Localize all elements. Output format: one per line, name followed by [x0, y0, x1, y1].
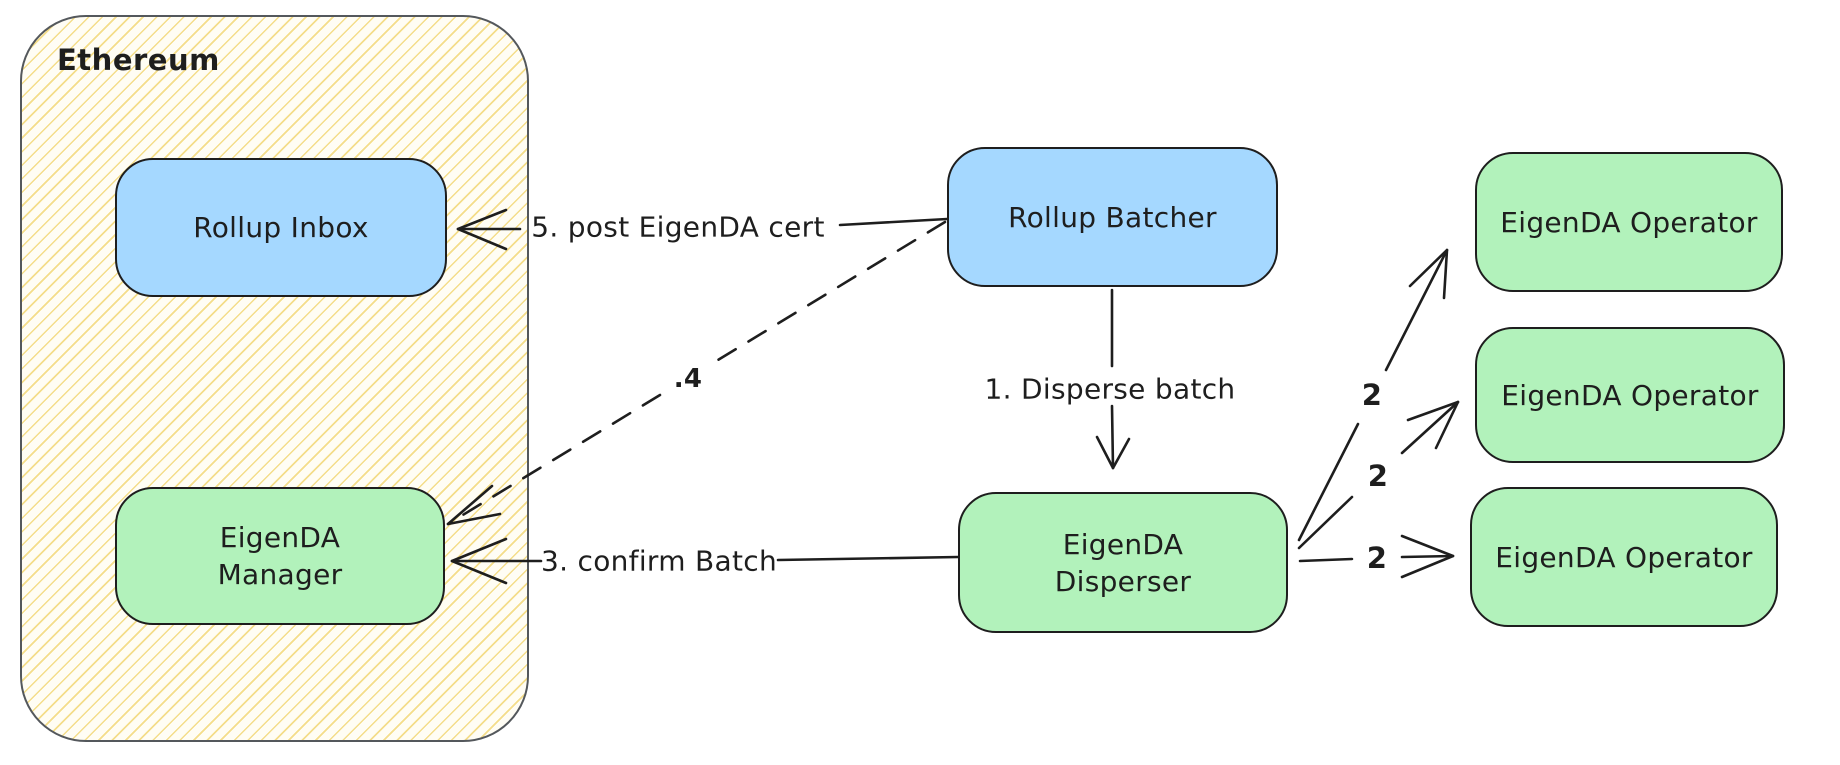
- node-eigenda-manager: EigenDA Manager: [115, 487, 445, 625]
- ethereum-container: [20, 15, 529, 742]
- node-eigenda-operator-3: EigenDA Operator: [1470, 487, 1778, 627]
- node-eigenda-operator-2-label: EigenDA Operator: [1501, 378, 1759, 412]
- node-eigenda-manager-line1: EigenDA: [219, 521, 341, 554]
- node-rollup-inbox: Rollup Inbox: [115, 158, 447, 297]
- edge-label-confirm-batch: 3. confirm Batch: [540, 544, 778, 578]
- node-eigenda-operator-3-label: EigenDA Operator: [1495, 540, 1753, 574]
- node-rollup-inbox-label: Rollup Inbox: [193, 211, 369, 244]
- node-eigenda-operator-1-label: EigenDA Operator: [1500, 205, 1758, 239]
- node-eigenda-disperser: EigenDA Disperser: [958, 492, 1288, 633]
- node-eigenda-operator-2: EigenDA Operator: [1475, 327, 1785, 463]
- edge-label-to-operator-3: 2: [1366, 541, 1388, 575]
- edge-label-to-operator-1: 2: [1361, 378, 1383, 412]
- node-eigenda-disperser-line2: Disperser: [1054, 564, 1192, 598]
- node-eigenda-operator-1: EigenDA Operator: [1475, 152, 1783, 292]
- node-eigenda-disperser-line1: EigenDA: [1062, 527, 1184, 561]
- node-rollup-batcher-label: Rollup Batcher: [1008, 200, 1217, 234]
- edge-label-post-cert: 5. post EigenDA cert: [531, 210, 825, 244]
- edge-label-cert-to-manager: .4: [673, 364, 703, 394]
- node-eigenda-manager-line2: Manager: [217, 558, 343, 591]
- node-rollup-batcher: Rollup Batcher: [947, 147, 1278, 287]
- edge-label-to-operator-2: 2: [1367, 459, 1389, 493]
- edge-label-disperse-batch: 1. Disperse batch: [984, 372, 1236, 406]
- ethereum-label: Ethereum: [57, 43, 220, 77]
